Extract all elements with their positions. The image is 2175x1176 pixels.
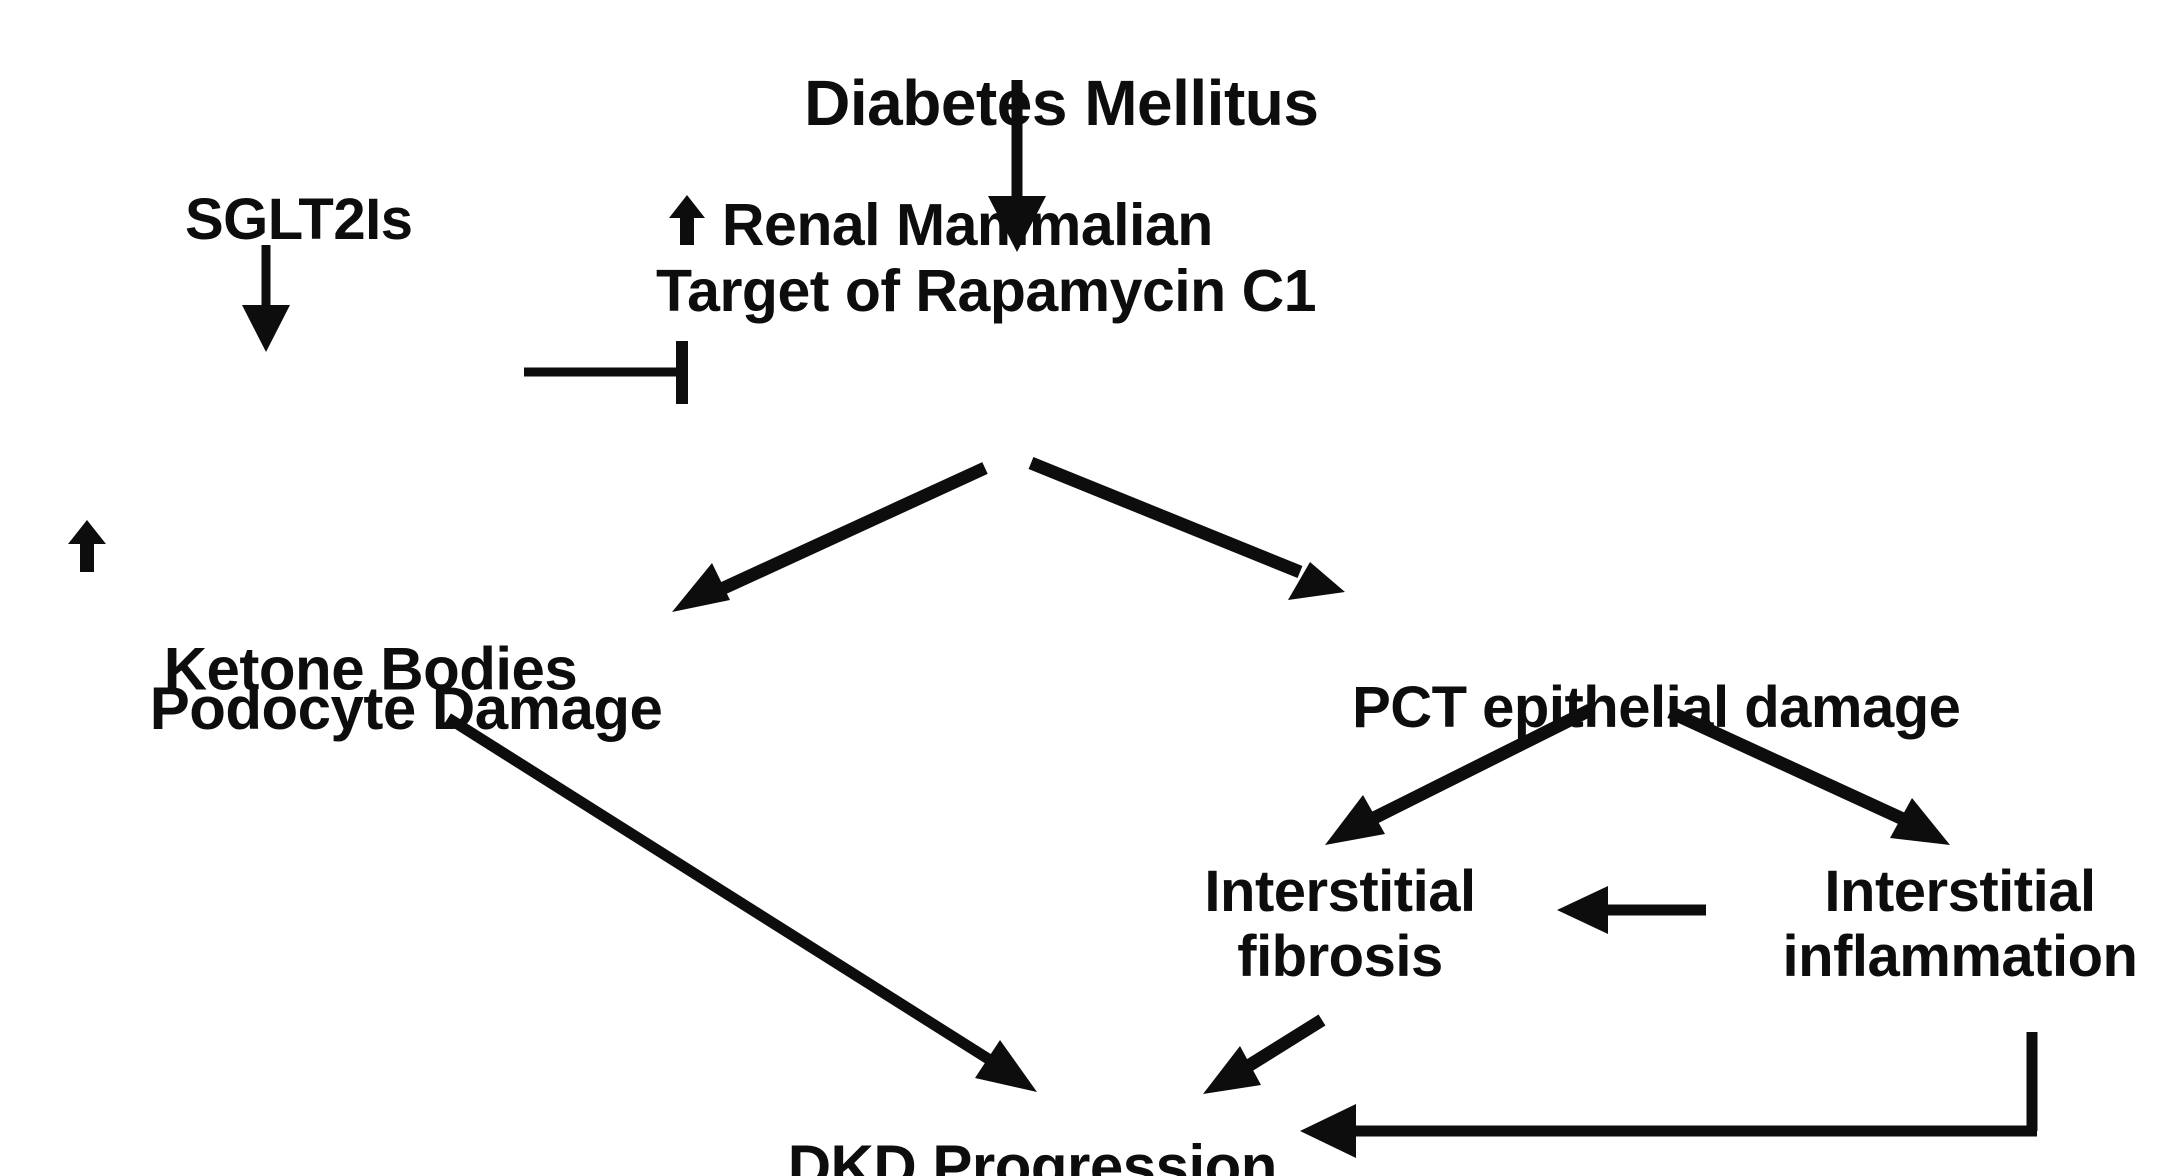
node-interstitial-inflammation-label-line2: inflammation (1782, 923, 2138, 989)
node-interstitial-fibrosis: Interstitial fibrosis (1130, 859, 1550, 990)
edge-ketone-bodies-inhibits-mtorc1 (524, 341, 688, 404)
edge-inflammation-to-dkd (1300, 1032, 2038, 1158)
node-podocyte-damage: Podocyte Damage (85, 612, 663, 806)
node-podocyte-damage-label: Podocyte Damage (149, 674, 663, 742)
node-pct-epithelial-damage-label: PCT epithelial damage (1352, 674, 1961, 740)
node-interstitial-inflammation: Interstitial inflammation (1745, 859, 2175, 990)
node-diabetes-mellitus: Diabetes Mellitus (735, 0, 1319, 207)
node-mtorc1-label-line1: Renal Mammalian (721, 192, 1213, 258)
node-dkd-progression-label: DKD Progression (787, 1132, 1278, 1176)
node-interstitial-inflammation-label-line1: Interstitial (1824, 859, 2096, 924)
node-diabetes-mellitus-label: Diabetes Mellitus (804, 67, 1319, 140)
node-sglt2is-label: SGLT2Is (184, 186, 413, 252)
node-interstitial-fibrosis-label-line1: Interstitial (1204, 859, 1476, 924)
edge-inflammation-to-fibrosis (1557, 886, 1706, 934)
node-mtorc1-label-line2-wrap: Target of Rapamycin C1 (656, 258, 1368, 324)
node-mtorc1-line1: Renal Mammalian (668, 192, 1368, 258)
edge-mtorc1-to-pct-epithelial-damage (1028, 456, 1345, 600)
node-dkd-progression: DKD Progression (690, 1070, 1310, 1176)
node-interstitial-fibrosis-label-line2: fibrosis (1237, 923, 1443, 989)
increase-up-arrow-icon (668, 193, 706, 247)
node-ketone-bodies-label: Ketone Bodies (163, 635, 578, 703)
node-mtorc1: Renal Mammalian Target of Rapamycin C1 (656, 192, 1368, 324)
node-sglt2is: SGLT2Is (95, 126, 440, 314)
node-ketone-bodies: Ketone Bodies (2, 324, 578, 769)
edge-mtorc1-to-podocyte-damage (672, 462, 988, 612)
increase-up-arrow-icon (67, 389, 164, 704)
node-pct-epithelial-damage: PCT epithelial damage (1265, 614, 1985, 802)
node-mtorc1-label-line2: Target of Rapamycin C1 (656, 258, 1317, 325)
